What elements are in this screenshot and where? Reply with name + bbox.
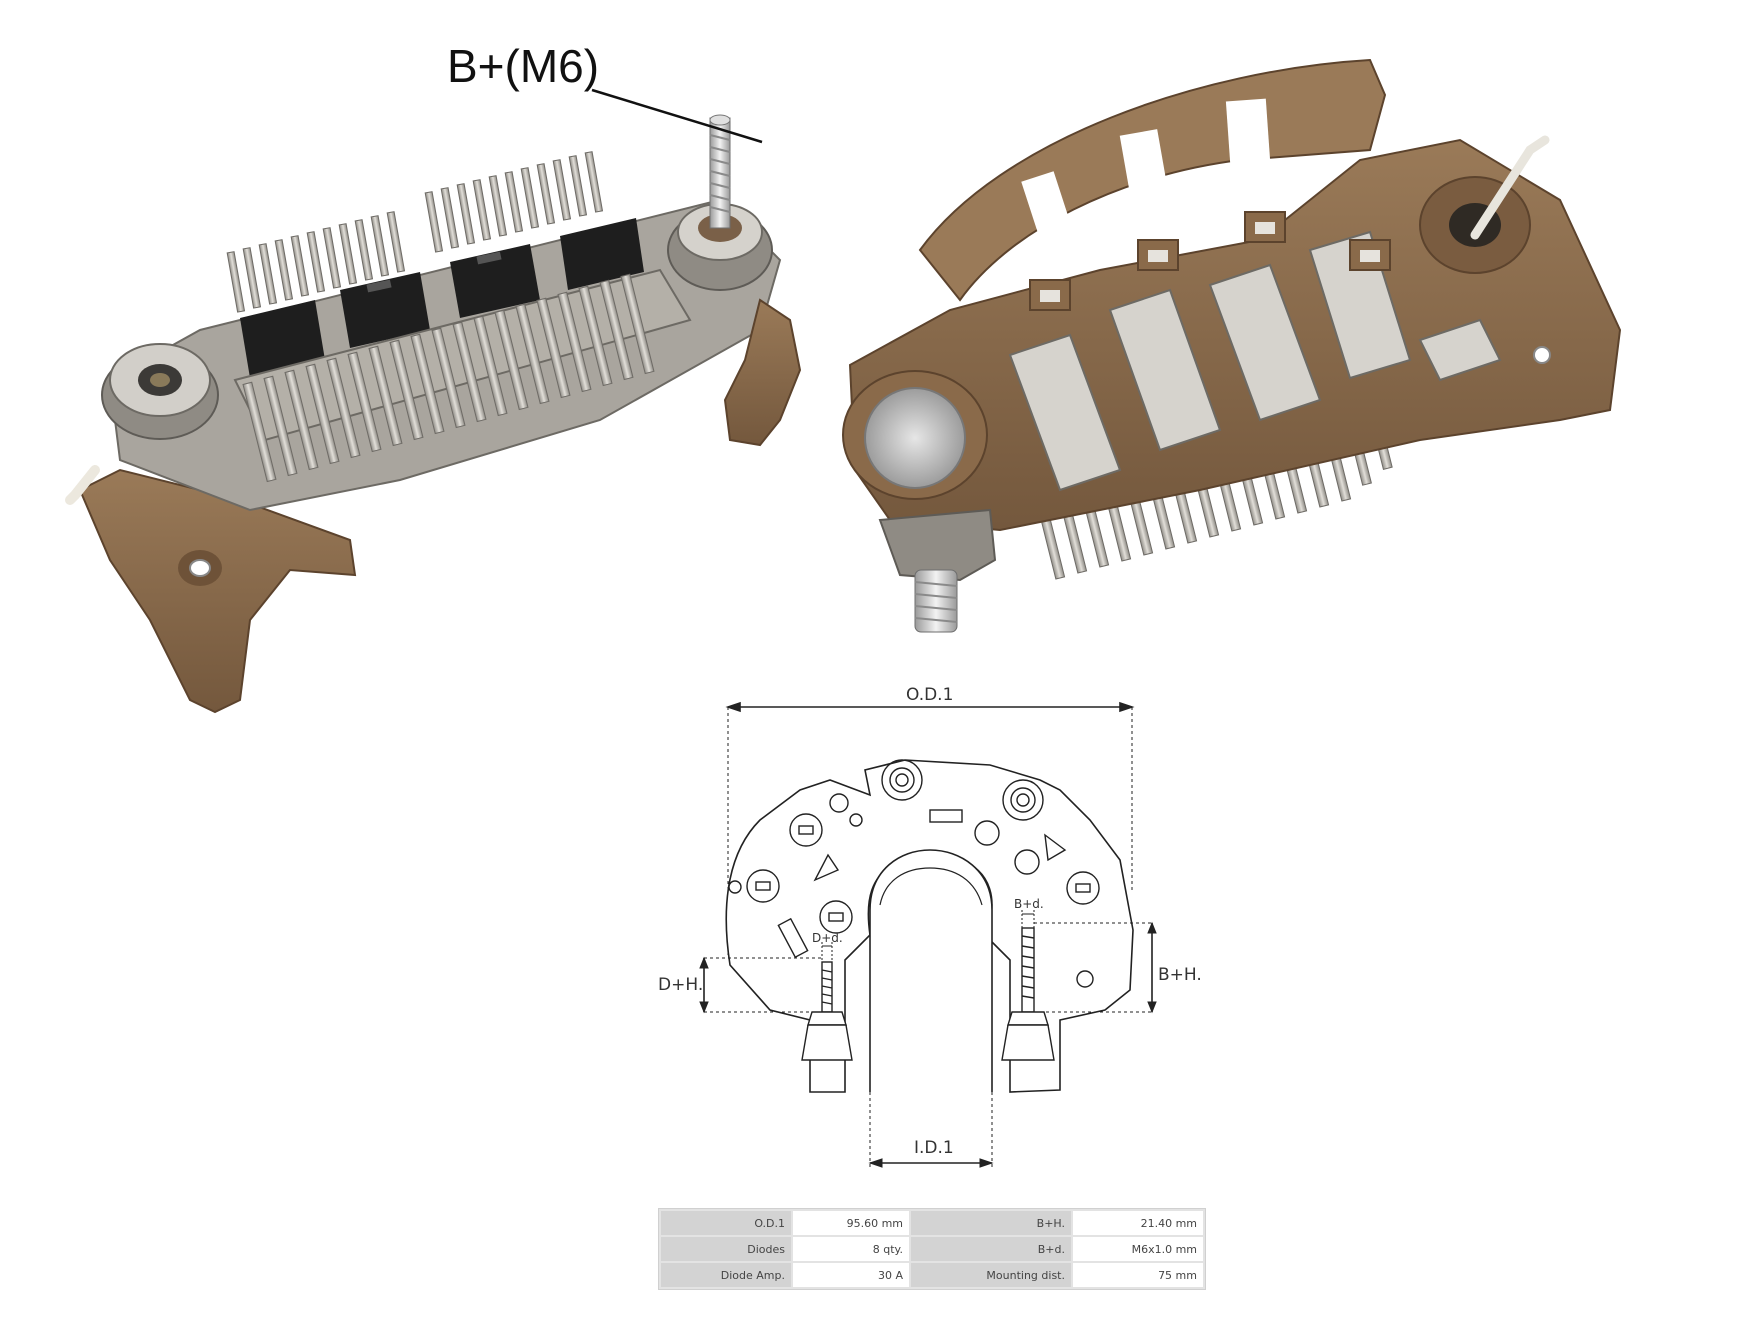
diode — [240, 300, 325, 378]
rectifier-photo-top-view — [65, 114, 802, 714]
wire-tie-right — [1470, 135, 1550, 240]
b-plus-stud-underside — [914, 569, 958, 633]
b-plus-callout: B+(M6) — [447, 40, 763, 144]
bd-label: B+d. — [1014, 897, 1044, 911]
spec-label: Mounting dist. — [911, 1263, 1071, 1287]
right-mounting-hole — [1419, 135, 1551, 364]
aluminium-cap — [864, 387, 966, 489]
front-heatsink — [242, 273, 655, 483]
terminal-tabs — [1029, 211, 1391, 311]
table-row: Diode Amp. 30 A Mounting dist. 75 mm — [661, 1263, 1203, 1287]
rectifier-photo-bottom-view — [842, 58, 1622, 633]
spec-label: O.D.1 — [661, 1211, 791, 1235]
b-plus-callout-label: B+(M6) — [447, 40, 599, 92]
spec-label: Diode Amp. — [661, 1263, 791, 1287]
terminal-plates — [1008, 230, 1502, 492]
spec-value: 30 A — [793, 1263, 909, 1287]
wire-tie — [65, 465, 100, 505]
bd-dimension: B+d. — [1014, 897, 1044, 928]
b-plus-stud-drawing — [1001, 927, 1055, 1061]
dh-dimension: D+H. — [658, 956, 822, 1014]
inner-bore — [869, 849, 993, 1092]
dd-dimension: D+d. — [812, 931, 843, 962]
diode-row — [240, 218, 644, 378]
plastic-shield — [918, 58, 1387, 302]
id-dimension: I.D.1 — [868, 1092, 994, 1168]
shield-slots — [1021, 98, 1271, 241]
spec-value: 95.60 mm — [793, 1211, 909, 1235]
diode — [340, 272, 430, 348]
b-plus-terminal — [667, 114, 802, 447]
diode — [560, 218, 644, 290]
plastic-foot — [723, 298, 802, 447]
spec-table: O.D.1 95.60 mm B+H. 21.40 mm Diodes 8 qt… — [658, 1208, 1206, 1290]
diode — [450, 244, 540, 318]
spec-value: 8 qty. — [793, 1237, 909, 1261]
dh-label: D+H. — [658, 975, 703, 995]
spec-label: Diodes — [661, 1237, 791, 1261]
b-plus-boss-underside — [842, 370, 997, 633]
callout-leader-line — [591, 88, 763, 144]
spec-value: M6x1.0 mm — [1073, 1237, 1203, 1261]
plastic-eyelet — [178, 550, 222, 586]
spec-label: B+d. — [911, 1237, 1071, 1261]
d-plus-stud-drawing — [801, 961, 853, 1061]
rear-heatsink — [226, 151, 604, 313]
dd-label: D+d. — [812, 931, 843, 945]
od-label: O.D.1 — [906, 685, 953, 705]
drawing-holes — [728, 759, 1100, 988]
table-row: O.D.1 95.60 mm B+H. 21.40 mm — [661, 1211, 1203, 1235]
table-row: Diodes 8 qty. B+d. M6x1.0 mm — [661, 1237, 1203, 1261]
spec-label: B+H. — [911, 1211, 1071, 1235]
bh-dimension: B+H. — [1034, 921, 1202, 1014]
spec-value: 75 mm — [1073, 1263, 1203, 1287]
dimension-drawing: O.D.1 — [658, 685, 1202, 1168]
spec-value: 21.40 mm — [1073, 1211, 1203, 1235]
bh-label: B+H. — [1158, 965, 1202, 985]
plastic-base-arm — [78, 468, 357, 714]
left-mounting-boss — [101, 343, 219, 440]
id-label: I.D.1 — [914, 1138, 954, 1158]
